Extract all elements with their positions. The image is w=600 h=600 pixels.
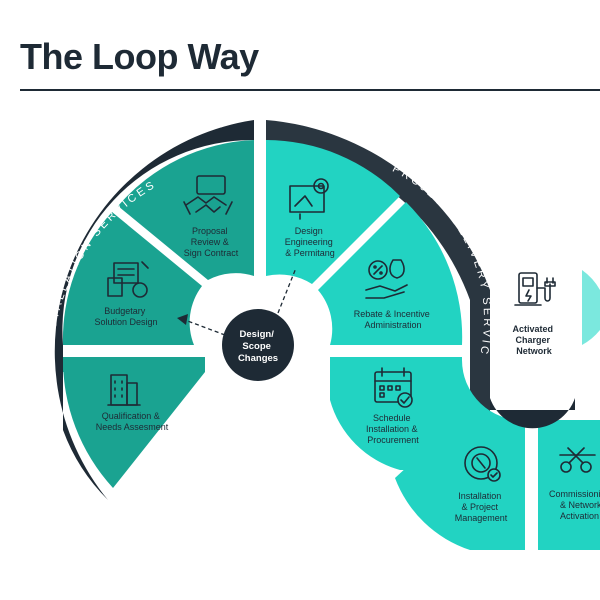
segment-proposal[interactable] [118,140,254,280]
label-commissioning: Commissioning & Network Activation [549,489,600,521]
scissors-icon [559,447,596,473]
arrowhead-left-icon [177,314,188,325]
money-hand-icon [365,259,408,299]
handshake-icon [183,175,233,215]
ev-charger-icon [514,272,556,306]
label-rebate: Rebate & Incentive Administration [354,309,433,330]
segment-qualification[interactable] [62,357,206,488]
dashed-arrow-left [184,319,226,336]
transition-hub [490,398,575,429]
segment-design-engineering[interactable] [266,140,400,284]
double-chevron-up-icon[interactable] [520,384,544,406]
label-installation: Installation & Project Management [455,491,508,523]
segment-budgetary[interactable] [62,212,203,345]
segment-commissioning[interactable] [538,420,600,550]
label-activated-network: Activated Charger Network [512,324,555,356]
calendar-check-icon [374,367,413,408]
label-qualification: Qualification & Needs Assesment [96,411,169,432]
page-title: The Loop Way [20,36,259,77]
dashed-arrow-up [277,267,297,314]
label-schedule: Schedule Installation & Procurement [366,413,420,445]
gear-wrench-icon [464,446,501,482]
title-divider [20,89,600,91]
label-budgetary: Budgetary Solution Design [94,306,157,327]
blueprint-gear-icon [289,178,329,220]
calculator-chart-icon [107,261,149,298]
label-proposal: Proposal Review & Sign Contract [184,226,239,258]
segment-qualification-fill [63,357,205,372]
segment-next-partial [582,270,600,345]
center-circle[interactable] [222,309,294,381]
center-label: Design/ Scope Changes [238,329,278,364]
label-design-engineering: Design Engineering & Permitang [285,226,336,258]
buildings-icon [107,374,141,406]
